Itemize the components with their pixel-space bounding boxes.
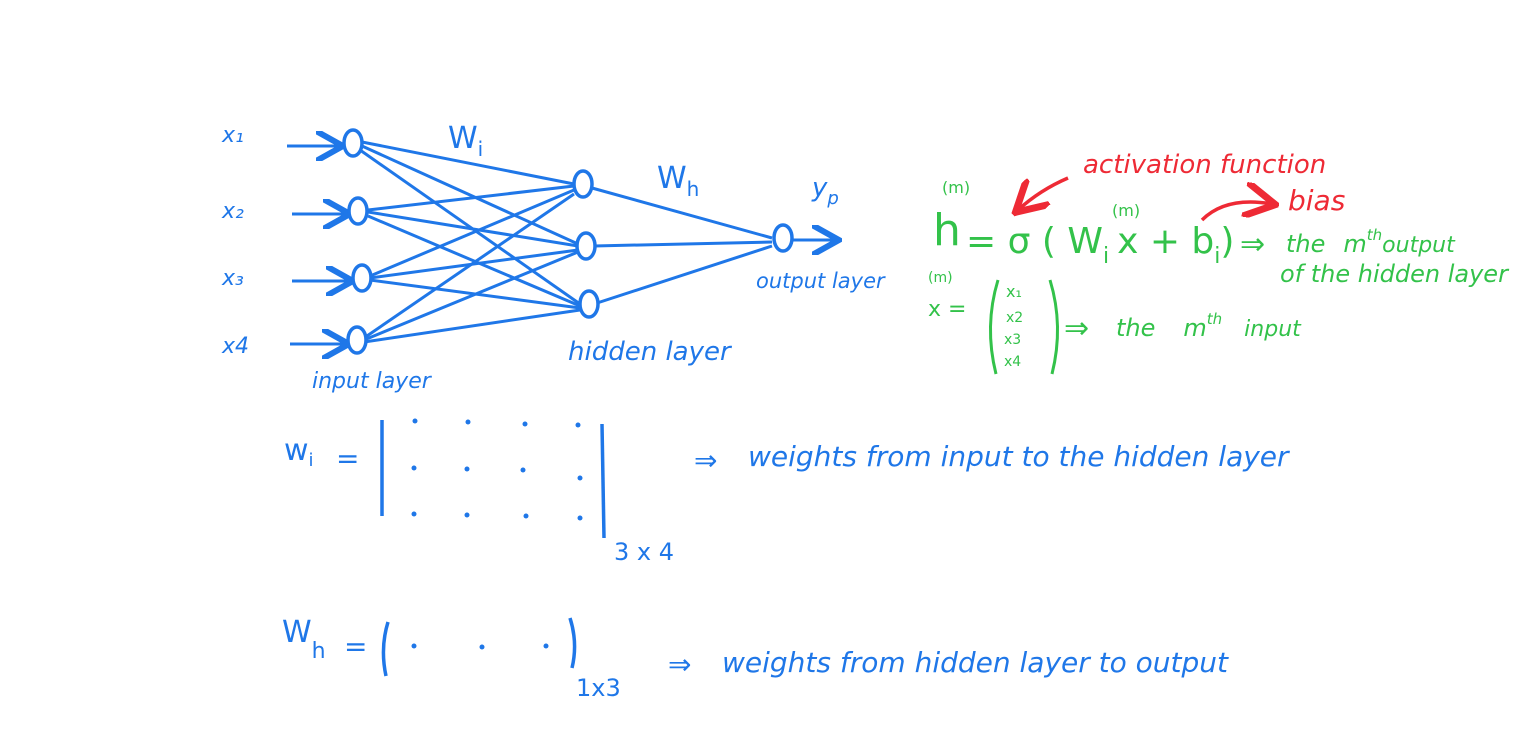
wh-matrix-block: Wh = 1x3 ⇒ weights from hidden layer to … (282, 615, 1229, 702)
x-vector-right-paren (1048, 279, 1059, 375)
x-lhs-superscript: (m) (928, 270, 953, 286)
hidden-output-connections (591, 186, 836, 306)
input-label-x2: x₂ (221, 199, 244, 224)
connection (363, 250, 579, 342)
matrix-dot (464, 466, 470, 472)
x-vector-item-4: x4 (1004, 354, 1021, 370)
matrix-dot (523, 513, 529, 519)
output-layer-label: output layer (756, 269, 886, 293)
matrix-dot (411, 643, 417, 649)
x-vector-item-2: x2 (1006, 310, 1023, 326)
matrix-dot (520, 467, 526, 473)
input-hidden-connections (359, 140, 581, 344)
wi-matrix-block: wi = 3 x 4 ⇒ weights from input to the h… (284, 418, 1290, 566)
connection (591, 186, 773, 240)
matrix-dot (522, 421, 528, 427)
h-result-line2: of the hidden layer (1280, 260, 1510, 288)
x-vector-item-3: x3 (1004, 332, 1021, 348)
input-arrows (287, 146, 350, 344)
activation-function-label: activation function (1083, 150, 1326, 180)
bias-arrow (1200, 202, 1272, 222)
connection (367, 210, 579, 248)
connection (361, 144, 579, 246)
wi-matrix-dots (411, 418, 583, 521)
x-result-arrow: ⇒ (1064, 311, 1089, 346)
bias-label: bias (1288, 184, 1345, 217)
input-node-4 (346, 325, 368, 355)
hidden-node-1 (572, 169, 594, 199)
wi-matrix-lhs: wi (284, 433, 314, 471)
annotations: activation function bias (1018, 150, 1345, 222)
matrix-dot (412, 418, 418, 424)
h-symbol: h (933, 205, 961, 256)
wi-equals: = (336, 442, 359, 475)
matrix-dot (577, 515, 583, 521)
output-node (772, 223, 794, 253)
input-node-3 (351, 263, 373, 293)
connection (363, 192, 575, 340)
input-label-x3: x₃ (221, 266, 244, 291)
network-labels: Wi Wh yp input layer hidden layer output… (312, 121, 886, 394)
connection (593, 240, 773, 248)
wi-description: weights from input to the hidden layer (748, 440, 1290, 473)
wi-label: Wi (448, 121, 483, 161)
hidden-node-3 (578, 289, 600, 319)
input-label-x4: x4 (221, 334, 249, 359)
matrix-dot (411, 511, 417, 517)
x-lhs: x = (928, 297, 966, 322)
matrix-dot (465, 419, 471, 425)
matrix-dot (577, 475, 583, 481)
wh-right-paren (568, 617, 577, 669)
h-superscript: (m) (942, 178, 970, 197)
matrix-dot (543, 643, 549, 649)
hidden-node-2 (575, 231, 597, 261)
wi-dims: 3 x 4 (614, 538, 674, 566)
matrix-dot (411, 465, 417, 471)
matrix-dot (479, 644, 485, 650)
input-labels: x₁ x₂ x₃ x4 (221, 123, 249, 359)
input-node-1 (342, 128, 364, 158)
nodes (342, 128, 794, 355)
x-superscript: (m) (1112, 201, 1140, 220)
activation-arrow (1018, 176, 1069, 210)
wi-right-bracket (600, 423, 606, 539)
output-label: yp (811, 173, 839, 209)
connection (369, 188, 575, 278)
hidden-layer-label: hidden layer (568, 337, 733, 367)
connection (363, 308, 581, 344)
connection (367, 184, 575, 212)
wh-left-paren (381, 621, 390, 677)
wh-arrow: ⇒ (668, 648, 691, 681)
wh-equals: = (344, 630, 367, 663)
wh-dims: 1x3 (576, 674, 621, 702)
connection (361, 140, 575, 186)
wh-matrix-lhs: Wh (282, 615, 326, 664)
input-label-x1: x₁ (221, 123, 244, 148)
wh-label: Wh (657, 161, 699, 201)
wi-arrow: ⇒ (694, 444, 717, 477)
input-layer-label: input layer (312, 369, 433, 394)
input-node-2 (347, 196, 369, 226)
matrix-dot (575, 422, 581, 428)
x-vector-item-1: x₁ (1006, 282, 1022, 301)
wh-description: weights from hidden layer to output (722, 646, 1229, 679)
matrix-dot (464, 512, 470, 518)
connection (593, 244, 773, 306)
x-vector-left-paren (989, 279, 1000, 375)
h-result-arrow: ⇒ (1240, 227, 1265, 262)
